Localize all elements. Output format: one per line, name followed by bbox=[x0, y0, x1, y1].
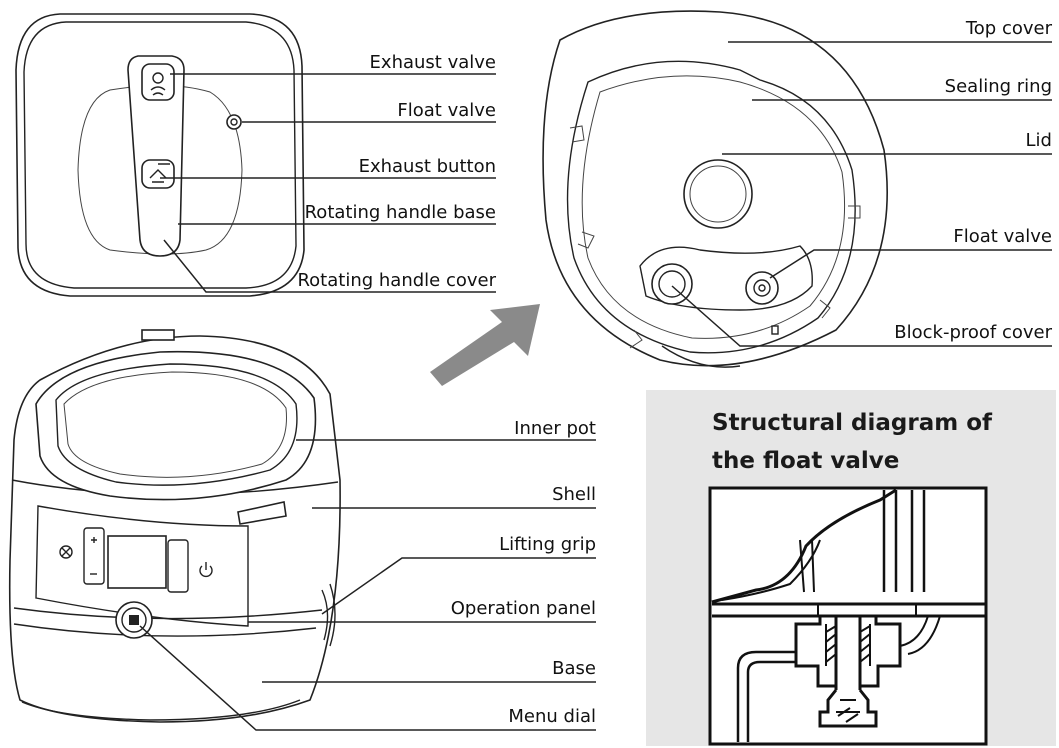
label-operation-panel: Operation panel bbox=[451, 598, 596, 619]
cooker-body-drawing bbox=[8, 329, 341, 723]
lid-underside-drawing bbox=[542, 10, 888, 368]
label-shell: Shell bbox=[552, 484, 596, 505]
arrow-icon bbox=[430, 304, 540, 386]
part-labels: Exhaust valve Float valve Exhaust button… bbox=[297, 18, 1052, 727]
power-icon bbox=[199, 562, 213, 578]
label-exhaust-valve: Exhaust valve bbox=[370, 52, 496, 73]
label-block-proof-cover: Block-proof cover bbox=[894, 322, 1052, 343]
label-inner-pot: Inner pot bbox=[514, 418, 596, 439]
label-top-cover: Top cover bbox=[965, 18, 1053, 39]
label-rotating-handle-cover: Rotating handle cover bbox=[297, 270, 496, 291]
inset-title-line1: Structural diagram of bbox=[712, 410, 993, 436]
label-sealing-ring: Sealing ring bbox=[945, 76, 1052, 97]
label-base: Base bbox=[552, 658, 596, 679]
cancel-icon bbox=[59, 545, 73, 559]
float-valve-inset: Structural diagram of the float valve bbox=[646, 390, 1056, 746]
top-lid-drawing bbox=[15, 13, 305, 297]
steam-icon bbox=[150, 72, 166, 96]
inset-title-line2: the float valve bbox=[712, 448, 899, 474]
label-float-valve-top: Float valve bbox=[397, 100, 496, 121]
label-lid: Lid bbox=[1026, 130, 1052, 151]
label-menu-dial: Menu dial bbox=[508, 706, 596, 727]
label-float-valve-lid: Float valve bbox=[953, 226, 1052, 247]
leader-lines bbox=[139, 41, 1052, 731]
plus-icon bbox=[91, 537, 97, 543]
label-exhaust-button: Exhaust button bbox=[359, 156, 496, 177]
label-lifting-grip: Lifting grip bbox=[499, 534, 596, 555]
label-rotating-handle-base: Rotating handle base bbox=[305, 202, 496, 223]
